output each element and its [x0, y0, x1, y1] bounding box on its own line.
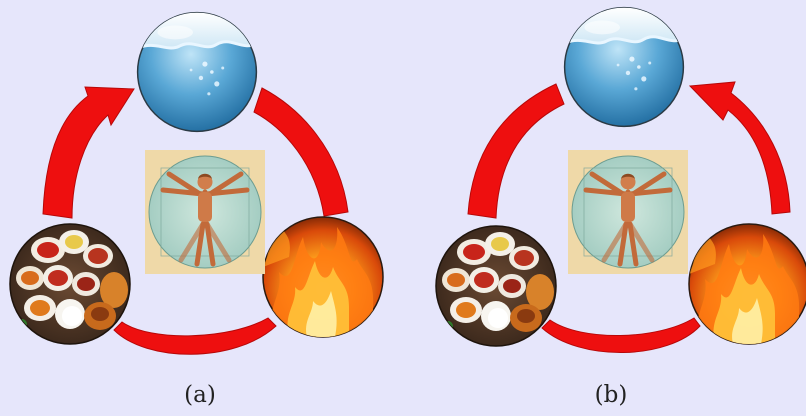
- panel-caption-a: (a): [160, 380, 240, 410]
- fire-icon: [689, 224, 806, 344]
- food-icon: [436, 226, 556, 346]
- arc-arrow-food-to-water: [43, 87, 134, 218]
- water-icon: [138, 13, 257, 132]
- fire-icon: [263, 217, 383, 337]
- vitruvian-man-icon: [568, 150, 688, 274]
- arc-connector-fire-to-food: [542, 318, 700, 353]
- water-icon: [565, 8, 684, 127]
- arc-connector-food-to-water: [468, 84, 564, 218]
- vitruvian-man-icon: [145, 150, 265, 274]
- panel-b: [436, 8, 806, 353]
- arc-connector-fire-to-food: [114, 318, 276, 354]
- panel-a: [10, 13, 383, 355]
- food-icon: [10, 224, 130, 344]
- arc-arrow-fire-to-water: [690, 82, 790, 214]
- arc-connector-water-to-fire: [254, 88, 348, 216]
- panel-caption-b: (b): [571, 380, 651, 410]
